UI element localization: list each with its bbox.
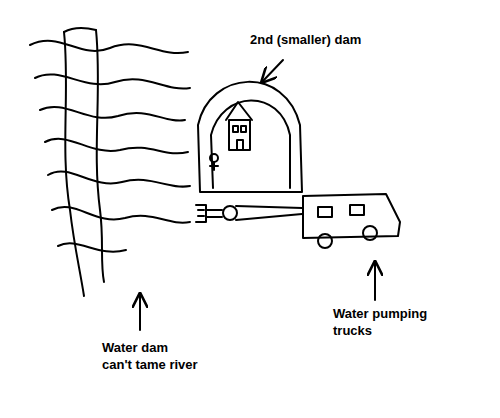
river-wave: [58, 243, 126, 251]
truck-body: [303, 194, 400, 238]
dam-arch-inner: [211, 100, 290, 188]
water-truck: [303, 194, 400, 248]
house-window: [241, 126, 246, 132]
house-door: [237, 140, 243, 150]
house-body: [229, 120, 250, 150]
house-roof: [226, 102, 252, 120]
truck-window: [350, 205, 364, 215]
hose-joint: [223, 206, 237, 220]
river-wave: [40, 107, 185, 121]
dam-wall-top: [64, 28, 96, 32]
truck-wheel: [318, 234, 332, 248]
river-wave: [30, 41, 188, 53]
river-wave: [48, 172, 190, 187]
annotation-label: 2nd (smaller) dam: [250, 31, 390, 48]
small-dam: [198, 82, 302, 192]
leader-arrow: [374, 262, 376, 300]
dam-arch-outer: [198, 82, 302, 192]
annotation-label: Water dam can't tame river: [102, 339, 214, 373]
truck-wheel: [363, 226, 377, 240]
pump-hose: [196, 205, 302, 222]
truck-window: [318, 207, 332, 217]
hose-nozzle: [196, 205, 206, 222]
water-dam: [64, 28, 104, 296]
person-head: [210, 154, 218, 162]
person-body: [210, 162, 218, 170]
river-wave: [35, 74, 190, 88]
leader-arrow: [139, 294, 141, 330]
annotation-label: Water pumping trucks: [333, 305, 437, 339]
dam-wall-left: [64, 32, 84, 296]
river-wave: [45, 139, 188, 154]
leader-arrow: [262, 60, 283, 82]
dam-wall-right: [96, 30, 104, 282]
house-window: [233, 126, 238, 132]
river-wave: [52, 207, 190, 223]
hose-coupling: [206, 210, 222, 217]
hose-pipe: [236, 206, 302, 220]
river-waves: [30, 41, 190, 252]
